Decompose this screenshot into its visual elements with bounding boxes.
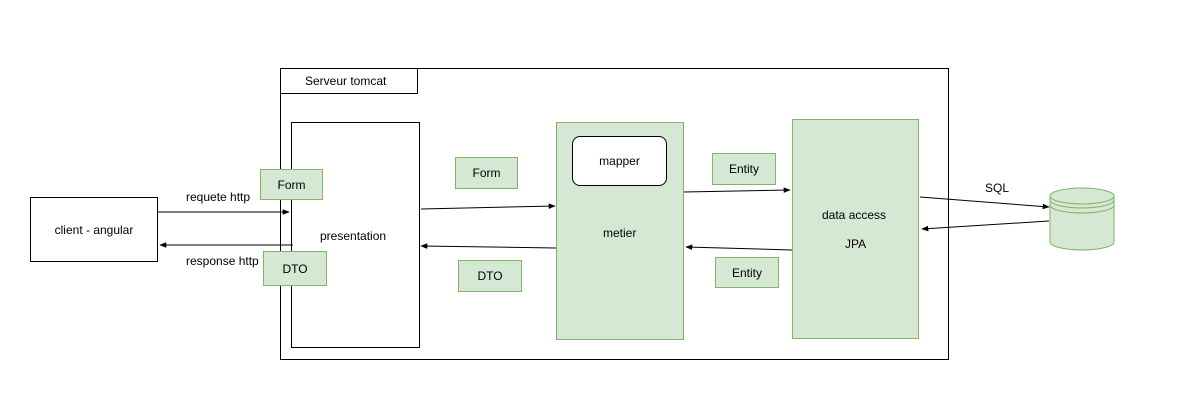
form-box-left: Form xyxy=(260,169,323,200)
tomcat-container xyxy=(280,68,949,360)
entity-box-top: Entity xyxy=(712,153,776,185)
metier-label: metier xyxy=(603,226,637,240)
dto-left-label: DTO xyxy=(282,261,308,276)
data-access-node: data access JPA xyxy=(792,119,919,339)
sql-label: SQL xyxy=(985,181,1010,195)
presentation-label: presentation xyxy=(320,229,387,243)
entity-box-bottom: Entity xyxy=(715,257,779,288)
form-box-mid: Form xyxy=(455,157,518,189)
requete-http-label: requete http xyxy=(186,190,251,204)
jpa-label: JPA xyxy=(845,237,867,251)
entity-top-label: Entity xyxy=(728,162,759,176)
dto-box-left: DTO xyxy=(263,251,327,286)
arrow-database-to-data-access xyxy=(921,220,1050,232)
arrow-metier-to-presentation xyxy=(420,243,557,249)
arrow-metier-to-data-access xyxy=(683,187,791,193)
database-icon xyxy=(1049,187,1115,251)
dto-box-mid: DTO xyxy=(458,260,522,292)
mapper-node: mapper xyxy=(572,136,667,186)
form-left-label: Form xyxy=(277,177,306,192)
data-access-label: data access xyxy=(822,208,887,222)
client-node: client - angular xyxy=(30,197,158,262)
client-label: client - angular xyxy=(54,222,134,237)
tomcat-title: Serveur tomcat xyxy=(305,74,387,88)
dto-mid-label: DTO xyxy=(477,269,503,283)
presentation-node: presentation xyxy=(291,122,420,348)
entity-bottom-label: Entity xyxy=(731,265,762,280)
arrow-sql-to-database xyxy=(919,196,1050,210)
arrow-data-access-to-metier xyxy=(685,244,793,251)
response-http-label: response http xyxy=(186,254,259,268)
arrow-presentation-to-metier xyxy=(420,203,556,210)
tomcat-title-tab: Serveur tomcat xyxy=(280,68,418,94)
form-mid-label: Form xyxy=(472,166,501,180)
mapper-label: mapper xyxy=(599,154,640,168)
